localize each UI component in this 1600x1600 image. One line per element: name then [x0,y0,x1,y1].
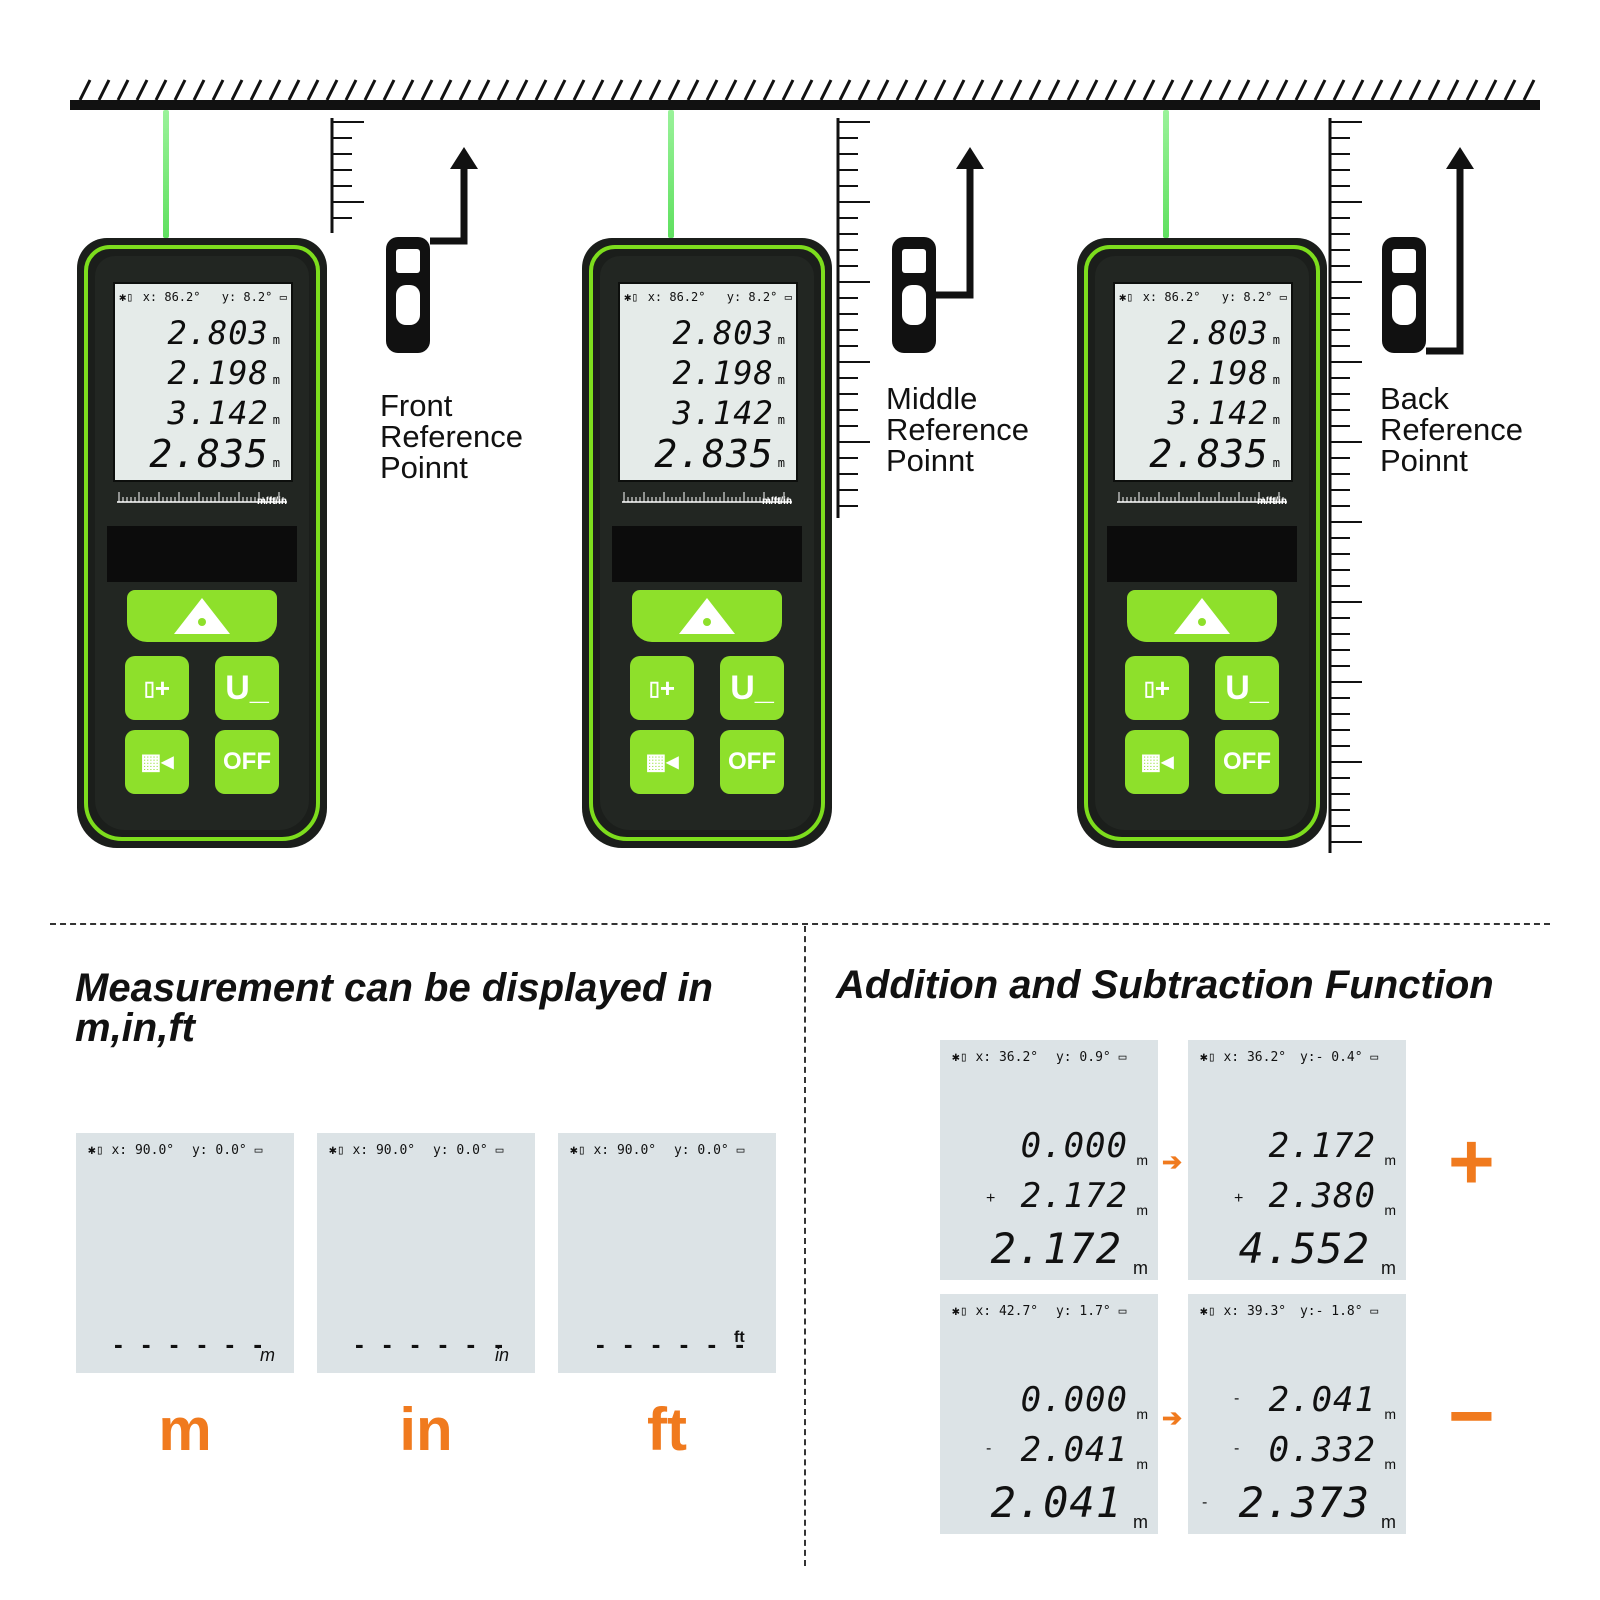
ruler-middle [836,118,870,518]
unit-minus-button[interactable]: U_ [215,656,279,720]
battery-icon: ▭ [1279,290,1287,304]
front-reference-icon [386,147,478,353]
ceiling-bar [70,100,1540,110]
battery-icon: ▭ [254,1143,263,1158]
laser-device-icon: ✱▯ [952,1050,968,1065]
vertical-divider [804,926,806,1566]
measure-button[interactable] [1127,590,1277,642]
calc-screen-add-1: ✱▯ x: 36.2° y: 0.9° ▭ 0.000 m + 2.172 m … [940,1040,1158,1280]
laser-device-icon: ✱▯ [1200,1050,1216,1065]
speaker-icon: ◀ [666,754,679,771]
laser-beam-3 [1163,110,1169,238]
battery-icon: ▭ [1370,1050,1379,1065]
add-button[interactable]: ▯+ [125,656,189,720]
menu-sound-button[interactable]: ▦◀ [1125,730,1189,794]
battery-icon: ▭ [1118,1304,1127,1319]
laser-window [612,526,802,582]
unit-minus-button[interactable]: U_ [720,656,784,720]
laser-device-icon: ✱▯ [1119,290,1134,304]
unit-screen-m: ✱▯ x: 90.0° y: 0.0° ▭ - - - - - - m [76,1133,294,1373]
laser-device-icon: ✱▯ [88,1143,104,1158]
device-scale [117,492,287,503]
horizontal-divider [50,923,1550,925]
menu-sound-button[interactable]: ▦◀ [125,730,189,794]
add-button[interactable]: ▯+ [630,656,694,720]
laser-warning-icon [679,598,735,634]
laser-device-icon: ✱▯ [1200,1304,1216,1319]
add-button[interactable]: ▯+ [1125,656,1189,720]
battery-icon: ▭ [495,1143,504,1158]
calc-screen-sub-1: ✱▯ x: 42.7° y: 1.7° ▭ 0.000 m - 2.041 m … [940,1294,1158,1534]
front-reference-label: Front Reference Poinnt [380,388,524,485]
battery-icon: ▭ [1118,1050,1127,1065]
off-button[interactable]: OFF [1215,730,1279,794]
off-button[interactable]: OFF [215,730,279,794]
minus-operator: − [1448,1371,1495,1460]
laser-beam-2 [668,110,674,238]
device-scale [622,492,792,503]
unit-screen-in: ✱▯ x: 90.0° y: 0.0° ▭ - - - - - - in [317,1133,535,1373]
off-button[interactable]: OFF [720,730,784,794]
calc-screen-sub-2: ✱▯ x: 39.3° y:- 1.8° ▭ - 2.041 m - 0.332… [1188,1294,1406,1534]
back-reference-label: Back Reference Poinnt [1380,381,1524,478]
battery-icon: ▭ [736,1143,745,1158]
speaker-icon: ◀ [161,754,174,771]
laser-device-icon: ✱▯ [329,1143,345,1158]
ceiling-hatch [78,79,1536,101]
unit-label-m: m [158,1396,212,1463]
middle-reference-label: Middle Reference Poinnt [886,381,1030,478]
laser-window [107,526,297,582]
unit-label-in: in [399,1396,453,1463]
device-scale [1117,492,1287,503]
speaker-icon: ◀ [1161,754,1174,771]
grid-icon: ▦ [645,749,667,774]
laser-device-icon: ✱▯ [119,290,134,304]
battery-icon: ▭ [1370,1304,1379,1319]
laser-device-icon: ✱▯ [952,1304,968,1319]
grid-icon: ▦ [1140,749,1162,774]
battery-icon: ▭ [279,290,287,304]
grid-icon: ▦ [140,749,162,774]
plus-operator: + [1448,1117,1495,1206]
laser-device-icon: ✱▯ [570,1143,586,1158]
ruler-back [1328,118,1362,853]
reference-icon: ▯ [1143,677,1155,700]
calc-section-title: Addition and Subtraction Function [836,963,1494,1007]
unit-minus-button[interactable]: U_ [1215,656,1279,720]
back-reference-icon [1382,147,1474,355]
laser-window [1107,526,1297,582]
reference-icon: ▯ [143,677,155,700]
reference-icon: ▯ [648,677,660,700]
laser-beam-1 [163,110,169,238]
laser-warning-icon [1174,598,1230,634]
measure-button[interactable] [127,590,277,642]
laser-device-icon: ✱▯ [624,290,639,304]
calc-screen-add-2: ✱▯ x: 36.2° y:- 0.4° ▭ 2.172 m + 2.380 m… [1188,1040,1406,1280]
laser-warning-icon [174,598,230,634]
units-section-title: Measurement can be displayed in m,in,ft [75,966,713,1050]
unit-label-ft: ft [647,1396,687,1463]
unit-screen-ft: ✱▯ x: 90.0° y: 0.0° ▭ - - - - - - ft [558,1133,776,1373]
middle-reference-icon [892,147,984,353]
battery-icon: ▭ [784,290,792,304]
ruler-front [330,118,364,233]
arrow-right-icon: ➔ [1162,1405,1183,1432]
arrow-right-icon: ➔ [1162,1149,1183,1176]
measure-button[interactable] [632,590,782,642]
menu-sound-button[interactable]: ▦◀ [630,730,694,794]
